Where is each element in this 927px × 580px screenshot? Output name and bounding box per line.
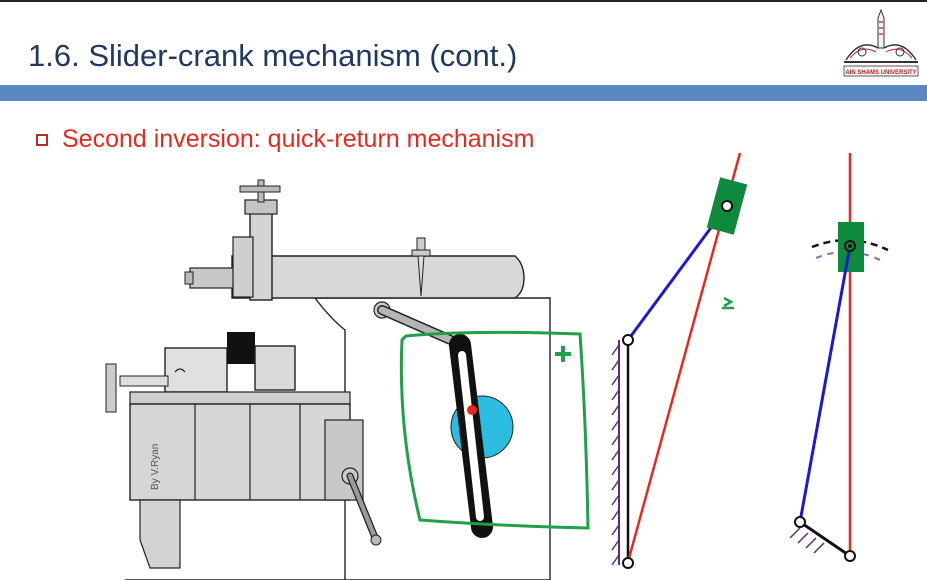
kinematic-diagram-left <box>611 152 748 569</box>
university-crest-icon: AIN SHAMS UNIVERSITY <box>843 8 919 77</box>
title-divider-bar <box>0 85 927 101</box>
bullet-text: Second inversion: quick-return mechanism <box>62 125 535 153</box>
square-bullet-icon <box>36 133 48 146</box>
bullet-point: Second inversion: quick-return mechanism <box>36 125 534 154</box>
slide-title: 1.6. Slider-crank mechanism (cont.) <box>28 38 518 73</box>
top-border <box>0 0 927 2</box>
shaper-machine-drawing: By V.Ryan <box>105 179 590 580</box>
logo-university-name: AIN SHAMS UNIVERSITY <box>845 70 916 76</box>
drawing-credit: By V.Ryan <box>150 444 161 490</box>
kinematic-diagram-right <box>789 153 889 562</box>
